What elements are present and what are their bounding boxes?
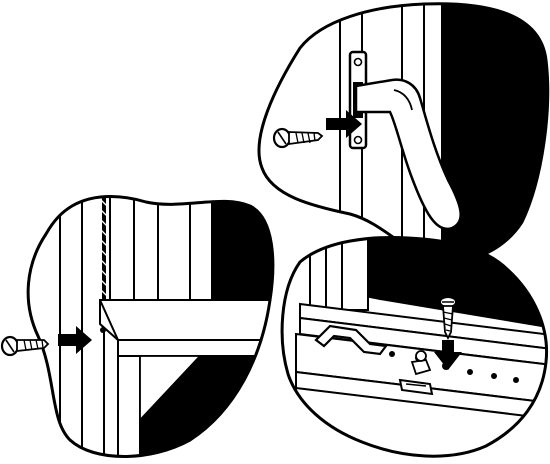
panel-sill-sash-lift — [270, 230, 550, 464]
panel-window-sash-frame — [2, 190, 288, 464]
panel-lever-handle — [250, 0, 550, 270]
wood-screw-icon — [2, 337, 48, 355]
